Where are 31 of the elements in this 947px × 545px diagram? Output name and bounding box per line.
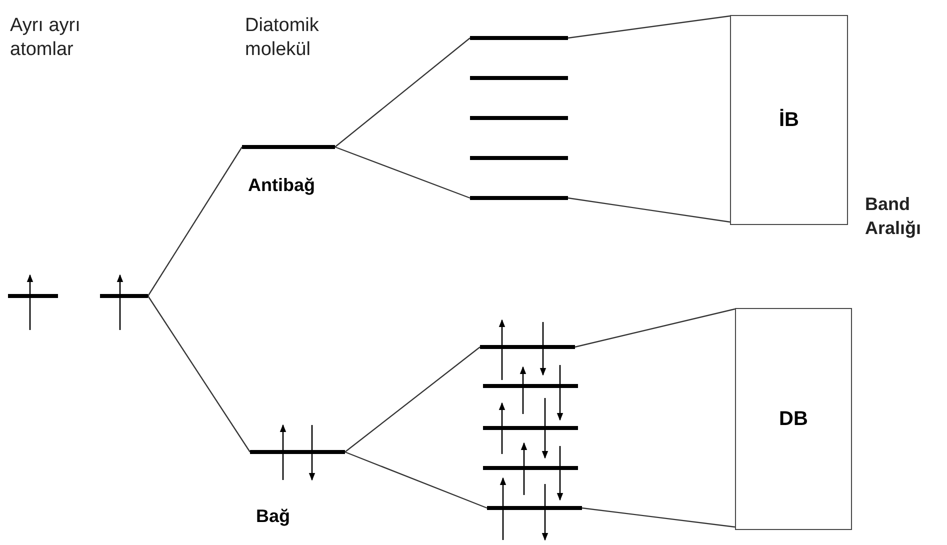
energy-level-bar [483, 466, 578, 470]
energy-level-bar [480, 345, 575, 349]
level-label: Antibağ [248, 175, 315, 196]
energy-level-bar [100, 294, 148, 298]
connector-line [344, 451, 488, 509]
connector-line [574, 308, 736, 348]
energy-level-bar [483, 426, 578, 430]
energy-level-bar [470, 116, 568, 120]
connector-line [334, 38, 470, 148]
band-label: DB [779, 408, 808, 430]
column-heading: Diatomik molekül [245, 14, 320, 62]
level-label: Bağ [256, 506, 290, 527]
energy-level-bar [483, 384, 578, 388]
energy-level-bar [470, 196, 568, 200]
band-label: İB [779, 108, 799, 132]
connector-line [334, 146, 470, 199]
band-box [730, 15, 848, 225]
connector-line [568, 197, 730, 223]
column-heading: Ayrı ayrı atomlar [10, 14, 82, 62]
energy-level-bar [487, 506, 582, 510]
band-box [735, 308, 852, 530]
connector-line [148, 296, 250, 452]
energy-level-bar [8, 294, 58, 298]
connector-line [148, 146, 242, 296]
energy-level-bar [470, 36, 568, 40]
energy-level-bar [470, 156, 568, 160]
connector-line [568, 15, 730, 39]
connector-line [344, 346, 480, 452]
connector-line [582, 507, 736, 528]
energy-level-bar [470, 76, 568, 80]
gap-label: Band Aralığı [865, 193, 922, 240]
